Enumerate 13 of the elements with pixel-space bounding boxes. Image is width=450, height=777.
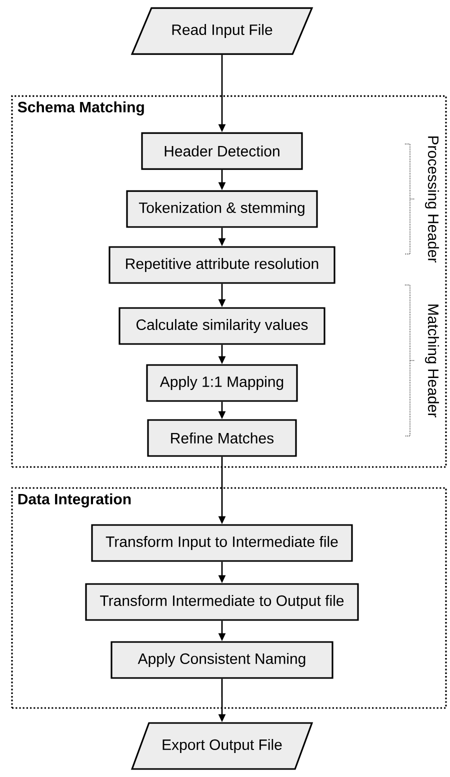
process-box: Apply Consistent Naming bbox=[110, 641, 334, 679]
group-title: Data Integration bbox=[18, 493, 131, 508]
group-title: Schema Matching bbox=[18, 101, 144, 116]
process-box: Header Detection bbox=[141, 132, 303, 170]
process-box: Apply 1:1 Mapping bbox=[146, 364, 298, 402]
process-box: Transform Input to Intermediate file bbox=[91, 524, 353, 562]
bracket-label: Processing Header bbox=[425, 136, 439, 262]
process-box: Transform Intermediate to Output file bbox=[85, 583, 359, 621]
bracket-label: Matching Header bbox=[425, 304, 439, 418]
process-box: Repetitive attribute resolution bbox=[108, 246, 336, 284]
process-box: Refine Matches bbox=[147, 419, 297, 457]
process-box: Calculate similarity values bbox=[118, 307, 326, 345]
process-box: Tokenization & stemming bbox=[126, 190, 318, 228]
